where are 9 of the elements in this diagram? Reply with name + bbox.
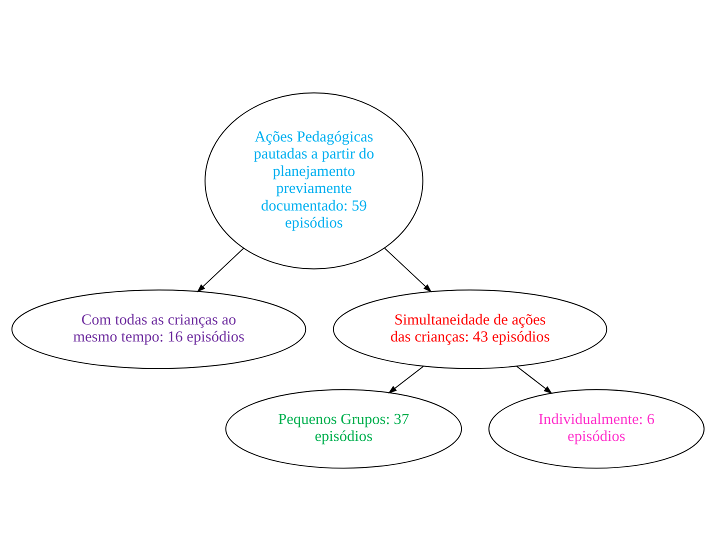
arrow	[196, 247, 244, 292]
node-ellipse: Com todas as crianças ao mesmo tempo: 16 episódios	[11, 289, 306, 369]
arrow	[388, 365, 424, 394]
arrow	[516, 365, 552, 394]
arrow	[384, 247, 432, 292]
node-ellipse: Simultaneidade de ações das crianças: 43 episódios	[332, 289, 608, 369]
node-ellipse: Pequenos Grupos: 37 episódios	[225, 388, 462, 468]
node-ellipse: Ações Pedagógicas pautadas a partir do planejamento previamente documentado: 59 episódios	[204, 92, 424, 269]
node-ellipse: Individualmente: 6 episódios	[488, 388, 705, 468]
